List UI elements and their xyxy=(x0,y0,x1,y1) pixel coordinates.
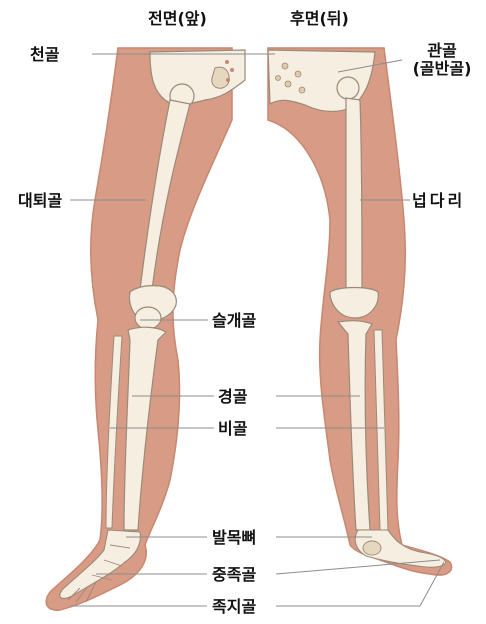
back-view-label: 후면(뒤) xyxy=(290,10,349,28)
phalanges-label: 족지골 xyxy=(212,598,256,616)
femur-label: 대퇴골 xyxy=(18,192,62,210)
tarsals-label: 발목뼈 xyxy=(212,529,256,547)
hip-bone-label: 관골 (골반골) xyxy=(400,42,484,78)
metatarsals-label: 중족골 xyxy=(212,566,256,584)
leg-label: 넙다리 xyxy=(412,192,465,210)
hip-bone-label-main: 관골 xyxy=(400,42,484,60)
patella-label: 슬개골 xyxy=(212,312,256,330)
sacrum-label: 천골 xyxy=(30,46,59,64)
front-view-label: 전면(앞) xyxy=(148,10,207,28)
front-patella xyxy=(135,307,161,329)
tibia-label: 경골 xyxy=(218,388,247,406)
hip-bone-label-alt: (골반골) xyxy=(400,60,484,78)
fibula-label: 비골 xyxy=(218,420,247,438)
